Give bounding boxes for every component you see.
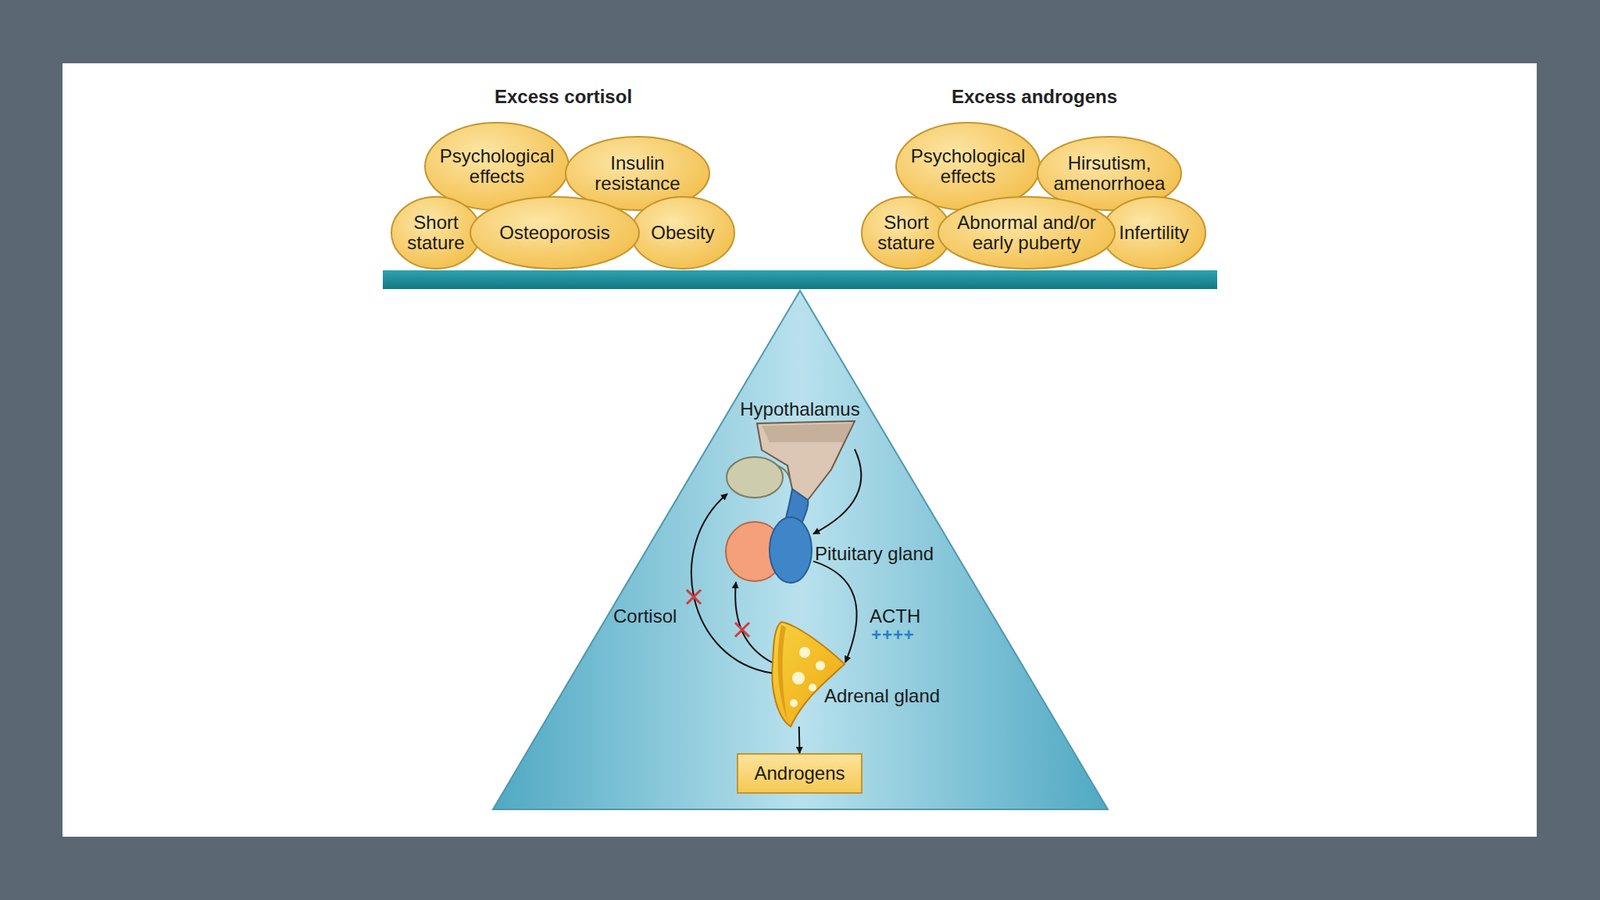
effect-ellipse: Obesity (629, 195, 736, 271)
gland-node: Hypothalamus (727, 425, 855, 504)
ellipse-shape (391, 196, 481, 269)
node-text: Androgens (753, 763, 845, 784)
hormone-box: Androgens (736, 753, 863, 794)
group-heading: Excess androgens (951, 85, 1118, 108)
text-holder: Abnormal and/or early puberty (936, 195, 1117, 271)
feedback-arrow (798, 726, 801, 754)
effect-ellipse: Short stature (389, 195, 483, 271)
text-holder: Androgens (738, 754, 861, 793)
text-holder: Obesity (629, 195, 736, 271)
effect-ellipse: Infertility (1100, 195, 1208, 271)
feedback-arrow (691, 493, 772, 674)
node-text: Pituitary gland (814, 543, 934, 565)
effect-ellipse: Osteoporosis (468, 195, 641, 271)
feedback-arrow (813, 560, 858, 662)
node-text: Adrenal gland (824, 685, 940, 707)
node-text: Insulin resistance (578, 153, 697, 194)
ellipse-shape (938, 196, 1115, 269)
fulcrum-triangle (492, 290, 1108, 810)
balance-beam (382, 270, 1218, 290)
node-text: Obesity (635, 222, 730, 243)
node-text: Osteoporosis (476, 222, 633, 243)
block-cross (735, 622, 750, 637)
node-text: Hypothalamus (739, 399, 860, 420)
text-holder: Adrenal gland (824, 685, 940, 707)
node-text: Short stature (400, 212, 472, 254)
text-holder: Osteoporosis (468, 195, 641, 271)
adrenal-drawing (771, 621, 845, 727)
group-heading: Excess cortisol (494, 85, 633, 108)
text-holder: Short stature (389, 195, 483, 271)
node-text: Infertility (1107, 222, 1201, 243)
node-text: Abnormal and/or early puberty (948, 212, 1105, 254)
ellipse-shape (1102, 196, 1206, 269)
ellipse-shape (470, 196, 640, 269)
text-holder: Infertility (1100, 195, 1208, 271)
feedback-arrow (735, 582, 772, 663)
feedback-arrow (813, 449, 861, 534)
gland-node: Adrenal gland (771, 619, 846, 727)
ellipse-shape (631, 196, 735, 269)
node-text: Hirsutism, amenorrhoea (1042, 153, 1176, 194)
text-holder: Pituitary gland (814, 543, 934, 565)
gland-node: Pituitary gland (727, 507, 814, 583)
node-text: Psychological effects (905, 146, 1031, 187)
stimulation-marks: ++++ (871, 625, 915, 646)
block-cross (686, 589, 701, 604)
edge-label: Cortisol (613, 606, 677, 627)
text-holder: Hypothalamus (739, 399, 860, 420)
node-text: Short stature (871, 212, 942, 254)
effect-ellipse: Abnormal and/or early puberty (936, 195, 1117, 271)
node-text: Psychological effects (434, 146, 560, 187)
edge-label: ACTH (869, 606, 921, 627)
hypothalamus-drawing (726, 421, 855, 529)
ellipse-shape (861, 196, 951, 269)
pituitary-drawing (725, 517, 812, 583)
